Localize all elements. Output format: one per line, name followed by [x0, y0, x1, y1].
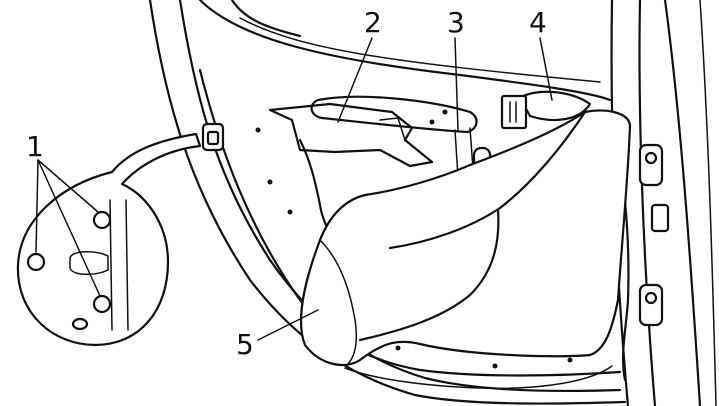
mounting-hole: [567, 357, 573, 363]
inner-handle-recess: [310, 95, 478, 134]
trim-panel-fold: [388, 110, 587, 250]
b-pillar-right: [663, 0, 702, 406]
switch-connector-block: [500, 94, 528, 130]
b-pillar-mid: [638, 0, 657, 406]
mirror-switch-housing: [518, 90, 592, 122]
lower-hinge: [638, 283, 664, 327]
hinge-bolt-bottom: [644, 291, 658, 305]
callout-label-2: 2: [364, 6, 382, 39]
callout-label-1: 1: [26, 130, 44, 163]
mounting-hole: [287, 209, 293, 215]
leader-1-c: [37, 159, 101, 297]
leader-1-b: [37, 159, 99, 213]
magnifier-slot: [69, 251, 109, 275]
magnifier-clip-top: [92, 210, 112, 230]
leader-1-a: [35, 159, 39, 253]
magnifier-clip-left: [26, 252, 46, 272]
mounting-hole: [267, 179, 273, 185]
leader-2: [337, 37, 373, 123]
handle-lever: [379, 117, 406, 141]
leader-4: [539, 37, 553, 101]
mounting-hole: [429, 119, 435, 125]
door-window-frame: [230, 0, 302, 38]
door-top-edge: [239, 17, 601, 83]
mounting-hole: [255, 127, 261, 133]
magnifier-clip-hole: [71, 317, 89, 331]
door-trim-panel: [299, 109, 632, 367]
trim-panel-curl: [358, 208, 500, 342]
door-check-strap: [650, 203, 670, 233]
magnifier-clip-bottom: [92, 294, 112, 314]
mounting-hole: [395, 345, 401, 351]
mounting-hole: [442, 109, 448, 115]
callout-label-5: 5: [236, 328, 254, 361]
hinge-bolt-top: [644, 151, 658, 165]
trim-panel-edge-inner: [319, 239, 358, 365]
door-handle-bracket: [268, 102, 434, 168]
callout-label-4: 4: [529, 6, 547, 39]
upper-hinge: [638, 143, 664, 187]
trim-panel-lower-edge: [344, 365, 613, 390]
magnifier-callout: [16, 132, 202, 347]
leader-5: [257, 309, 319, 341]
b-pillar-edge: [699, 0, 717, 406]
callout-label-3: 3: [447, 6, 465, 39]
door-frame-top-line: [198, 0, 612, 102]
magnifier-inner-rail-2: [125, 199, 129, 331]
trim-clip-slot: [206, 130, 220, 146]
leader-3: [454, 37, 459, 131]
mounting-hole: [492, 363, 498, 369]
